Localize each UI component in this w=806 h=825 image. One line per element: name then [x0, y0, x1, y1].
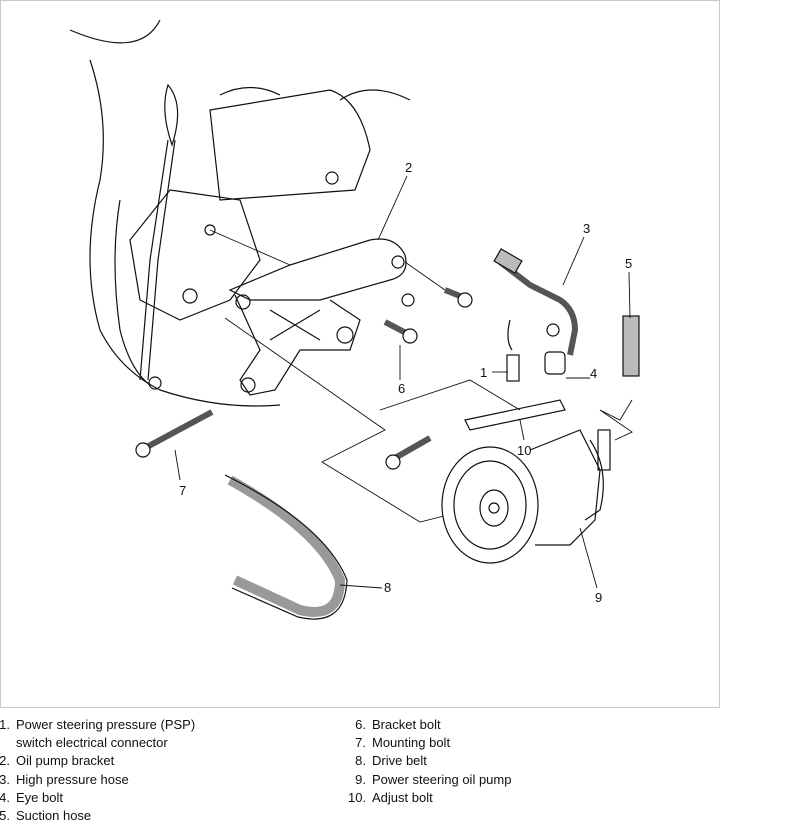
- legend-item-3: 3.High pressure hose: [0, 771, 129, 787]
- legend-item-10: 10.Adjust bolt: [348, 789, 433, 805]
- power-steering-pump-exploded-diagram: [69, 19, 640, 620]
- callout-6: 6: [398, 381, 406, 396]
- callout-8: 8: [384, 580, 392, 595]
- dipstick: [139, 83, 179, 390]
- legend-right: 6.Bracket bolt 7.Mounting bolt 8.Drive b…: [348, 716, 511, 807]
- callout-3: 3: [583, 221, 591, 236]
- diagram-frame: [0, 0, 720, 708]
- legend-item-1: 1.Power steering pressure (PSP): [0, 717, 196, 732]
- callout-9: 9: [595, 590, 603, 605]
- engine-block: [69, 19, 411, 407]
- legend-item-1-cont: switch electrical connector: [16, 735, 168, 751]
- hoses: [493, 248, 640, 471]
- callout-4: 4: [590, 366, 598, 381]
- callout-5: 5: [625, 256, 633, 271]
- legend-item-2: 2.Oil pump bracket: [0, 753, 115, 769]
- callout-10: 10: [517, 443, 532, 458]
- drive-belt: [224, 474, 348, 620]
- callout-7: 7: [179, 483, 187, 498]
- legend-item-9: 9.Power steering oil pump: [355, 771, 512, 787]
- legend-item-4: 4.Eye bolt: [0, 789, 63, 805]
- legend-item-5: 5.Suction hose: [0, 808, 92, 824]
- legend-left: 1.Power steering pressure (PSP) switch e…: [0, 716, 195, 825]
- legend-item-7: 7.Mounting bolt: [355, 735, 451, 751]
- callout-leaders: [174, 175, 631, 589]
- callout-2: 2: [405, 160, 413, 175]
- callout-1: 1: [480, 365, 488, 380]
- oil-pump-bracket: [228, 238, 407, 396]
- legend-item-6: 6.Bracket bolt: [355, 717, 441, 732]
- legend-item-8: 8.Drive belt: [355, 753, 427, 769]
- bolts: [135, 287, 473, 470]
- alignment-lines: [209, 229, 633, 523]
- power-steering-pump: [441, 399, 604, 564]
